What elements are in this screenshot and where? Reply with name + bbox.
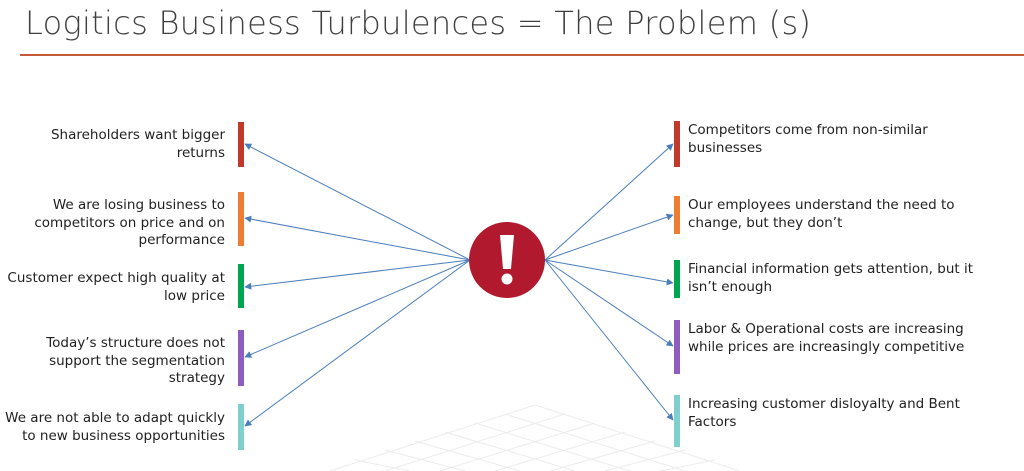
exclamation-icon: [469, 222, 545, 298]
arrow-left-1: [244, 143, 471, 261]
right-item-4: Labor & Operational costs are increasing…: [688, 321, 965, 355]
left-item-3: Customer expect high quality at low pric…: [7, 270, 225, 304]
right-bar-1: [674, 121, 680, 167]
title-rule: [20, 54, 1024, 56]
right-item-2: Our employees understand the need to cha…: [688, 197, 955, 231]
left-bar-5: [238, 404, 244, 450]
left-item-5: We are not able to adapt quickly to new …: [5, 410, 225, 444]
arrow-left-3: [244, 259, 471, 290]
left-bar-4: [238, 330, 244, 386]
right-bar-4: [674, 320, 680, 374]
arrow-right-3: [544, 259, 674, 286]
left-bar-2: [238, 192, 244, 246]
arrow-right-2: [544, 213, 674, 261]
slide-title: Logitics Business Turbulences = The Prob…: [25, 4, 812, 42]
right-bar-2: [674, 196, 680, 234]
left-bar-3: [238, 264, 244, 308]
left-item-1: Shareholders want bigger returns: [50, 127, 225, 161]
right-bar-3: [674, 260, 680, 298]
arrow-right-5: [544, 259, 674, 421]
arrow-left-5: [244, 259, 471, 427]
left-item-2: We are losing business to competitors on…: [34, 197, 225, 248]
left-bar-1: [238, 122, 244, 167]
right-item-1: Competitors come from non-similar busine…: [688, 122, 928, 156]
right-bar-5: [674, 395, 680, 447]
arrow-right-1: [544, 143, 674, 261]
right-item-3: Financial information gets attention, bu…: [688, 261, 974, 295]
left-item-4: Today’s structure does not support the s…: [46, 335, 225, 386]
right-item-5: Increasing customer disloyalty and Bent …: [688, 396, 960, 430]
arrow-right-4: [544, 259, 674, 347]
arrow-left-4: [244, 259, 471, 358]
arrow-left-2: [244, 215, 471, 261]
